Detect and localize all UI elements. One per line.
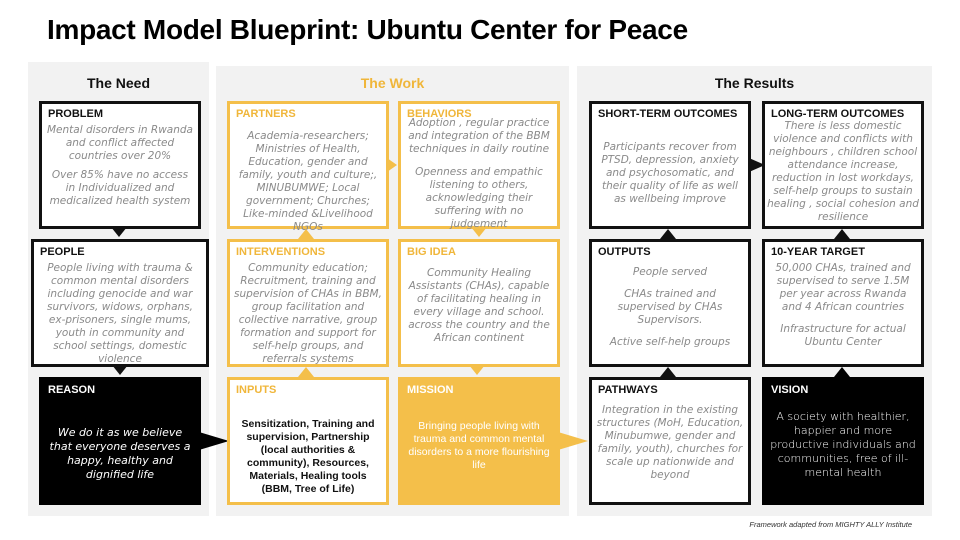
outputs-label: OUTPUTS xyxy=(598,246,651,258)
need-panel-title: The Need xyxy=(86,75,150,91)
interventions-box: INTERVENTIONS Community education; Recru… xyxy=(227,239,389,367)
vision-box: VISION A society with healthier, happier… xyxy=(762,377,924,505)
short-term-text: Participants recover from PTSD, depressi… xyxy=(601,141,739,205)
short-term-box: SHORT-TERM OUTCOMES Participants recover… xyxy=(589,101,751,229)
big-idea-box: BIG IDEA Community Healing Assistants (C… xyxy=(398,239,560,367)
reason-pointer xyxy=(199,432,229,450)
people-pointer xyxy=(112,365,128,375)
interventions-text: Community education; Recruitment, traini… xyxy=(234,262,382,365)
people-label: PEOPLE xyxy=(40,246,85,258)
outputs-line-3: Active self-help groups xyxy=(609,336,731,348)
page-title: Impact Model Blueprint: Ubuntu Center fo… xyxy=(47,14,688,45)
behaviors-label: BEHAVIORS xyxy=(407,108,472,120)
reason-text: We do it as we believe that everyone des… xyxy=(49,426,191,481)
mission-box: MISSION Bringing people living with trau… xyxy=(398,377,560,505)
problem-pointer xyxy=(111,227,127,237)
long-term-text: There is less domestic violence and conf… xyxy=(767,120,919,223)
partners-text: Academia-researchers; Ministries of Heal… xyxy=(238,130,378,233)
outputs-pointer xyxy=(660,229,676,239)
problem-line-1: Mental disorders in Rwanda and conflict … xyxy=(46,124,193,162)
big-idea-pointer xyxy=(469,365,485,375)
footnote: Framework adapted from MIGHTY ALLY Insti… xyxy=(749,520,912,529)
interventions-pointer xyxy=(298,229,314,239)
short-term-label: SHORT-TERM OUTCOMES xyxy=(598,108,738,120)
partners-label: PARTNERS xyxy=(236,108,296,120)
behaviors-box: BEHAVIORS Adoption , regular practice an… xyxy=(398,101,560,230)
outputs-line-2: CHAs trained and supervised by CHAs Supe… xyxy=(617,288,723,326)
long-term-box: LONG-TERM OUTCOMES There is less domesti… xyxy=(762,101,924,229)
reason-box: REASON We do it as we believe that every… xyxy=(39,377,201,505)
target-line-1: 50,000 CHAs, trained and supervised to s… xyxy=(775,262,911,313)
mission-label: MISSION xyxy=(407,384,454,396)
target-line-2: Infrastructure for actual Ubuntu Center xyxy=(780,323,906,348)
target-label: 10-YEAR TARGET xyxy=(771,246,865,258)
pathways-label: PATHWAYS xyxy=(598,384,658,396)
mission-text: Bringing people living with trauma and c… xyxy=(408,420,550,471)
people-text: People living with trauma & common menta… xyxy=(47,262,193,365)
big-idea-text: Community Healing Assistants (CHAs), cap… xyxy=(408,267,550,344)
behaviors-pointer xyxy=(471,227,487,237)
pathways-text: Integration in the existing structures (… xyxy=(596,404,744,481)
inputs-box: INPUTS Sensitization, Training and super… xyxy=(227,377,389,505)
vision-pointer xyxy=(834,367,850,377)
vision-label: VISION xyxy=(771,384,809,396)
problem-line-2: Over 85% have no access in Individualize… xyxy=(49,169,191,207)
outputs-box: OUTPUTS People served CHAs trained and s… xyxy=(589,239,751,367)
reason-label: REASON xyxy=(48,384,96,396)
work-panel-title: The Work xyxy=(360,75,425,91)
people-box: PEOPLE People living with trauma & commo… xyxy=(31,239,209,367)
problem-box: PROBLEM Mental disorders in Rwanda and c… xyxy=(39,101,201,229)
big-idea-label: BIG IDEA xyxy=(407,246,456,258)
behaviors-line-1: Adoption , regular practice and integrat… xyxy=(408,117,550,155)
inputs-label: INPUTS xyxy=(236,384,277,396)
inputs-text: Sensitization, Training and supervision,… xyxy=(241,418,375,495)
inputs-pointer xyxy=(298,367,314,377)
vision-text: A society with healthier, happier and mo… xyxy=(770,410,916,479)
partners-box: PARTNERS Academia-researchers; Ministrie… xyxy=(227,101,389,233)
behaviors-line-2: Openness and empathic listening to other… xyxy=(415,166,543,230)
problem-text: Mental disorders in Rwanda and conflict … xyxy=(46,124,194,214)
behaviors-text: Adoption , regular practice and integrat… xyxy=(405,117,553,237)
outputs-line-1: People served xyxy=(632,266,708,278)
short-term-pointer xyxy=(749,158,765,172)
interventions-label: INTERVENTIONS xyxy=(236,246,326,258)
results-panel-title: The Results xyxy=(714,75,795,91)
mission-pointer xyxy=(558,432,588,450)
target-pointer xyxy=(834,229,850,239)
long-term-label: LONG-TERM OUTCOMES xyxy=(771,108,905,120)
partners-pointer xyxy=(387,158,397,172)
outputs-text: People served CHAs trained and supervise… xyxy=(596,266,744,355)
pathways-box: PATHWAYS Integration in the existing str… xyxy=(589,377,751,505)
target-box: 10-YEAR TARGET 50,000 CHAs, trained and … xyxy=(762,239,924,367)
target-text: 50,000 CHAs, trained and supervised to s… xyxy=(769,262,917,355)
pathways-pointer xyxy=(660,367,676,377)
problem-label: PROBLEM xyxy=(48,108,103,120)
